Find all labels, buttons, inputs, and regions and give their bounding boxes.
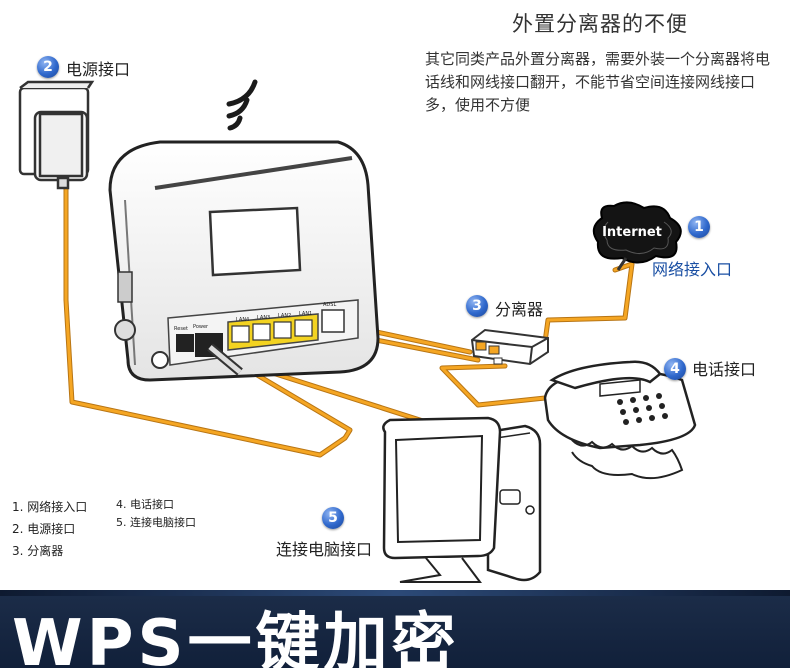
network-diagram: Reset Power LAN4 LAN3 LAN2 LAN1 ADSL Int… [12, 12, 771, 583]
internet-label: Internet [602, 225, 662, 240]
callout-badge-1: 1 [688, 216, 710, 238]
callout-badge-3: 3 [466, 295, 488, 317]
callout-badge-5: 5 [322, 507, 344, 529]
legend-column-1: 1. 网络接入口 2. 电源接口 3. 分离器 [12, 496, 87, 562]
banner-title: WPS一键加密 [12, 607, 460, 668]
port-label-lan3: LAN3 [257, 315, 270, 321]
wps-banner: WPS一键加密 [0, 590, 790, 668]
port-label-power: Power [193, 324, 209, 330]
telephone [543, 360, 697, 480]
callout-badge-4: 4 [664, 358, 686, 380]
router: Reset Power LAN4 LAN3 LAN2 LAN1 ADSL [108, 140, 380, 382]
splitter [470, 328, 549, 366]
description-text: 其它同类产品外置分离器，需要外装一个分离器将电话线和网线接口翻开，不能节省空间连… [425, 50, 771, 114]
power-adapter [18, 80, 95, 190]
callout-label-splitter: 分离器 [495, 300, 544, 319]
legend-column-2: 4. 电话接口 5. 连接电脑接口 [116, 496, 196, 532]
legend-item: 3. 分离器 [12, 544, 64, 558]
legend-item: 4. 电话接口 [116, 498, 174, 511]
page-title: 外置分离器的不便 [512, 12, 688, 36]
port-label-adsl: ADSL [323, 302, 336, 308]
callout-label-network: 网络接入口 [652, 260, 733, 279]
port-label-reset: Reset [174, 326, 188, 332]
callout-badge-2: 2 [37, 56, 59, 78]
diagram-illustration: Reset Power LAN4 LAN3 LAN2 LAN1 ADSL Int… [18, 79, 697, 583]
callout-label-phone: 电话接口 [692, 360, 757, 379]
legend-item: 2. 电源接口 [12, 522, 76, 536]
legend-item: 5. 连接电脑接口 [116, 516, 196, 529]
computer [382, 416, 542, 583]
callout-label-power: 电源接口 [66, 60, 131, 79]
legend-item: 1. 网络接入口 [12, 500, 88, 514]
wifi-icon [226, 79, 258, 131]
port-label-lan1: LAN1 [299, 311, 312, 317]
callout-label-computer: 连接电脑接口 [276, 540, 373, 559]
internet-cloud: Internet [592, 201, 682, 271]
port-label-lan4: LAN4 [236, 317, 249, 323]
banner-top-band [0, 590, 790, 596]
port-label-lan2: LAN2 [278, 313, 291, 319]
